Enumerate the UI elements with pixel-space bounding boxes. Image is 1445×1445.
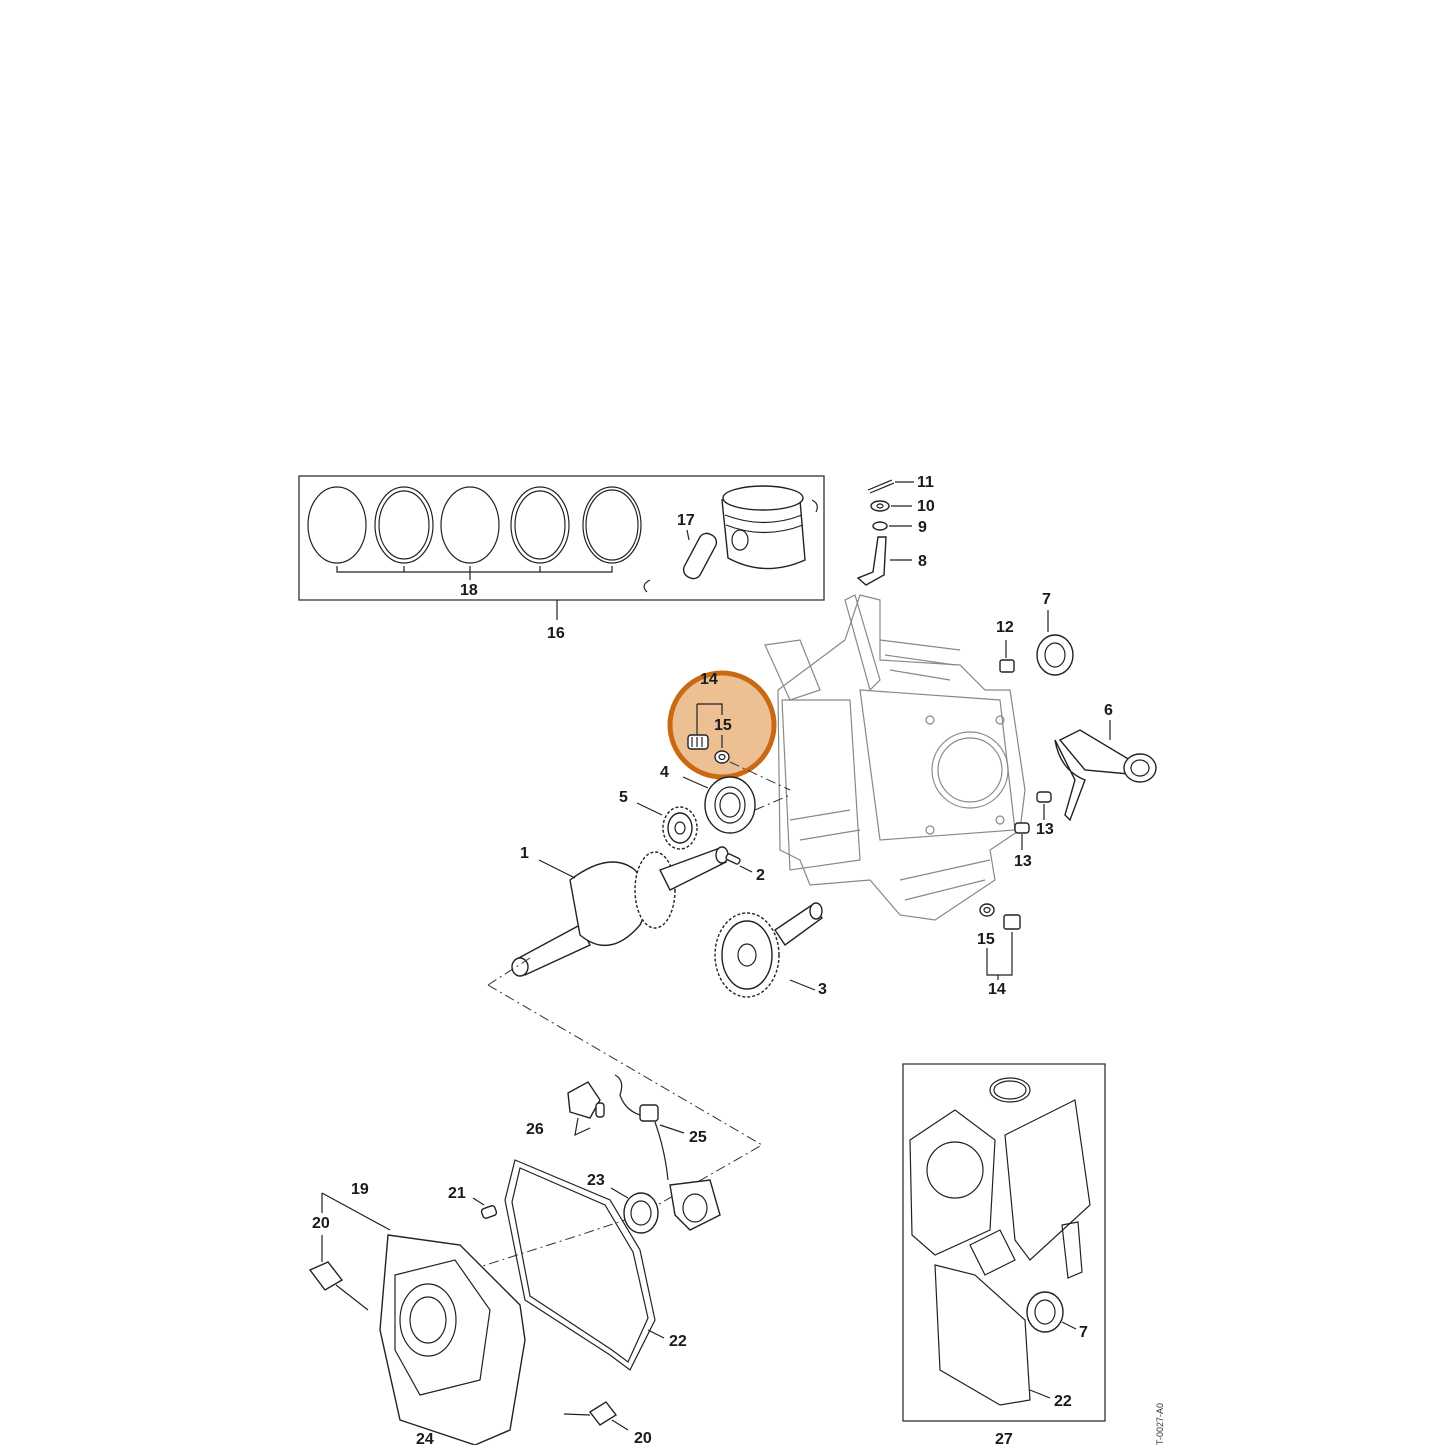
label-14-lower[interactable]: 14 [988, 981, 1006, 998]
switch-25 [614, 1074, 685, 1181]
label-12[interactable]: 12 [996, 619, 1014, 636]
oil-seal-23 [610, 1187, 659, 1234]
piston-ring-kit-box [298, 475, 825, 601]
oil-seal-7-upper [1036, 610, 1074, 676]
gasket-kit-box [902, 1063, 1106, 1422]
label-7-upper[interactable]: 7 [1042, 591, 1051, 608]
label-25[interactable]: 25 [689, 1129, 707, 1146]
drain-plug-upper [687, 703, 791, 791]
label-17[interactable]: 17 [677, 512, 695, 529]
drawing-code: T-0027-A0 [1155, 1403, 1165, 1445]
crankcase-cover-24 [321, 1192, 526, 1445]
oil-seal-4 [682, 776, 756, 834]
label-1[interactable]: 1 [520, 845, 529, 862]
label-22-lower[interactable]: 22 [669, 1333, 687, 1350]
label-2[interactable]: 2 [756, 867, 765, 884]
label-20-lower[interactable]: 20 [634, 1430, 652, 1445]
drain-plug-lower [979, 903, 1021, 980]
dipstick-20-lower [563, 1401, 629, 1431]
woodruff-key [725, 853, 753, 873]
crankcase [764, 594, 1026, 921]
governor-assembly-26 [567, 1081, 605, 1137]
governor-small-parts [856, 479, 914, 586]
crankshaft [511, 846, 729, 977]
gasket-22-lower [504, 1159, 665, 1371]
connecting-rod [1054, 720, 1157, 822]
label-15-lower[interactable]: 15 [977, 931, 995, 948]
bolt-12 [999, 640, 1015, 673]
dipstick-20-upper [308, 1235, 369, 1311]
label-13-right[interactable]: 13 [1036, 821, 1054, 838]
label-14-upper[interactable]: 14 [700, 671, 718, 688]
dowel-pins-13 [1014, 791, 1052, 850]
label-23[interactable]: 23 [587, 1172, 605, 1189]
label-8[interactable]: 8 [918, 553, 927, 570]
label-11[interactable]: 11 [917, 474, 934, 491]
label-13-lower[interactable]: 13 [1014, 853, 1032, 870]
label-22-kit[interactable]: 22 [1054, 1393, 1072, 1410]
label-24[interactable]: 24 [416, 1431, 434, 1445]
highlight-marker [667, 670, 777, 780]
timing-gear-5 [636, 802, 698, 850]
sensor-24-body [669, 1179, 721, 1231]
label-20-upper[interactable]: 20 [312, 1215, 330, 1232]
label-9[interactable]: 9 [918, 519, 927, 536]
label-21[interactable]: 21 [448, 1185, 466, 1202]
label-19[interactable]: 19 [351, 1181, 369, 1198]
label-27[interactable]: 27 [995, 1431, 1013, 1445]
piston-pin [682, 529, 718, 580]
label-3[interactable]: 3 [818, 981, 827, 998]
label-18[interactable]: 18 [460, 582, 478, 599]
label-7-lower[interactable]: 7 [1079, 1324, 1088, 1341]
label-26[interactable]: 26 [526, 1121, 544, 1138]
label-10[interactable]: 10 [917, 498, 935, 515]
dowel-21 [472, 1197, 498, 1219]
label-6[interactable]: 6 [1104, 702, 1113, 719]
piston [721, 485, 806, 570]
label-5[interactable]: 5 [619, 789, 628, 806]
camshaft [714, 902, 823, 998]
label-4[interactable]: 4 [660, 764, 669, 781]
label-16[interactable]: 16 [547, 625, 565, 642]
label-15-upper[interactable]: 15 [714, 717, 732, 734]
part-labels: 1 2 3 4 5 6 7 7 8 9 10 11 12 13 13 14 14… [312, 474, 1113, 1445]
